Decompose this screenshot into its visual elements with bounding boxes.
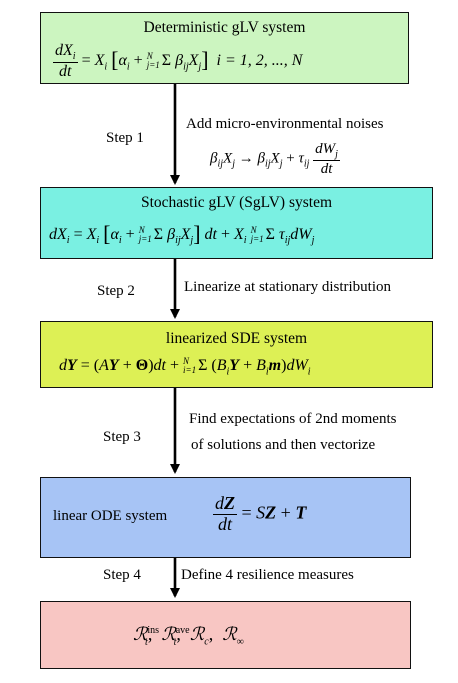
step-1-description: Add micro-environmental noises <box>186 116 384 132</box>
box-linearized-sde: linearized SDE system dY = (AY + Θ)dt + … <box>40 321 433 388</box>
step-1-label: Step 1 <box>106 130 144 146</box>
step-2-description: Linearize at stationary distribution <box>184 279 392 295</box>
box-stochastic-sglv: Stochastic gLV (SgLV) system dXi = Xi [α… <box>40 187 433 259</box>
box-resilience-measures: ℛinst, ℛavet, ℛc, ℛ∞ <box>40 601 411 669</box>
box-title-sde: linearized SDE system <box>165 330 308 347</box>
step-3-label: Step 3 <box>103 429 141 445</box>
step-4-label: Step 4 <box>103 567 141 583</box>
box-title-ode: linear ODE system <box>53 508 168 524</box>
resilience-measures-list: ℛinst, ℛavet, ℛc, ℛ∞ <box>133 624 244 648</box>
step-3-description-line-2: of solutions and then vectorize <box>191 437 376 453</box>
box-title-sglv: Stochastic gLV (SgLV) system <box>140 194 333 211</box>
step-3-description-line-1: Find expectations of 2nd moments <box>189 411 397 427</box>
box-title-glv: Deterministic gLV system <box>143 19 306 36</box>
glv-index-range: i = 1, 2, ..., N <box>216 52 303 70</box>
step-4-description: Define 4 resilience measures <box>181 567 354 583</box>
step-2-label: Step 2 <box>97 283 135 299</box>
